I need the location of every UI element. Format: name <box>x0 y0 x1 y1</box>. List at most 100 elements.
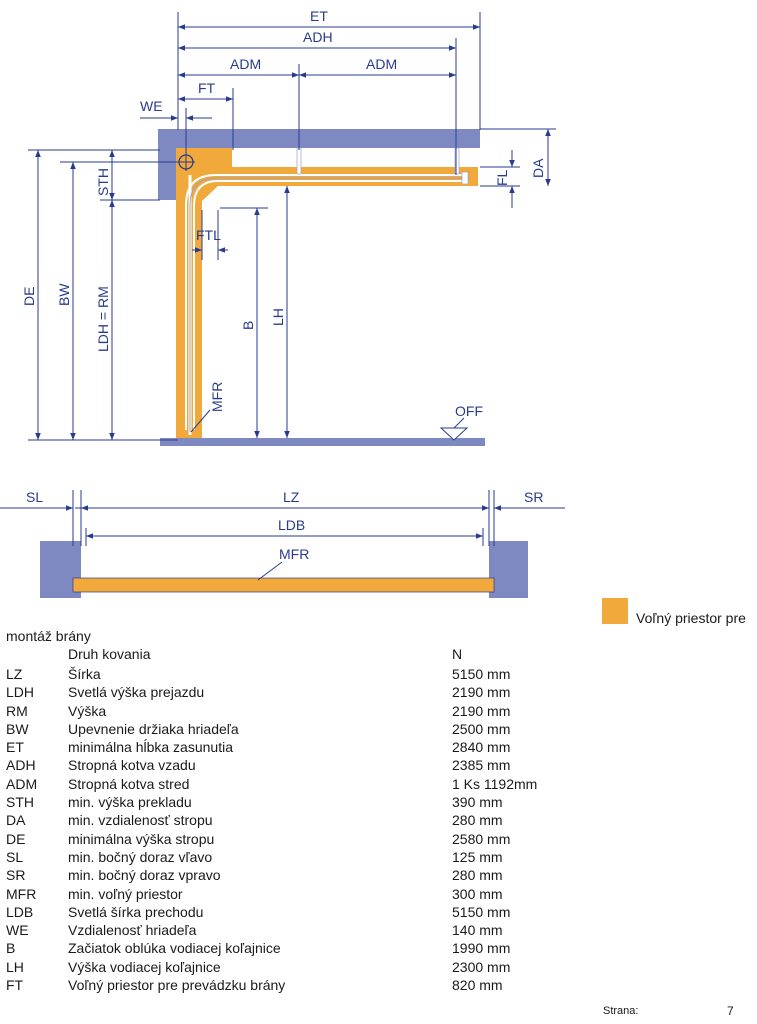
row-desc: min. bočný doraz vľavo <box>68 848 213 865</box>
row-code: B <box>6 940 16 957</box>
row-desc: min. bočný doraz vpravo <box>68 867 221 884</box>
spec-table: LZ Šírka 5150 mm LDH Svetlá výška prejazdu 2… <box>0 665 757 994</box>
row-desc: Svetlá výška prejazdu <box>68 684 205 701</box>
row-desc: minimálna výška stropu <box>68 830 215 847</box>
row-desc: Vzdialenosť hriadeľa <box>68 922 197 939</box>
ceiling-anchor-middle <box>296 147 302 175</box>
row-value: 2190 mm <box>452 684 511 701</box>
table-row: LDH Svetlá výška prejazdu 2190 mm <box>0 683 757 701</box>
guide-rail-curve <box>185 174 468 430</box>
row-value: 280 mm <box>452 812 503 829</box>
row-code: DA <box>6 812 26 829</box>
label-sl: SL <box>26 489 43 505</box>
table-row: ADM Stropná kotva stred 1 Ks 1192mm <box>0 775 757 793</box>
label-de: DE <box>21 287 37 306</box>
label-ldb: LDB <box>278 517 305 533</box>
row-code: DE <box>6 830 26 847</box>
label-ft: FT <box>198 80 216 96</box>
label-mfr-plan: MFR <box>279 546 309 562</box>
label-b: B <box>240 321 256 330</box>
plan-free-space <box>72 577 495 593</box>
label-ftl: FTL <box>196 227 221 243</box>
row-value: 5150 mm <box>452 903 511 920</box>
row-code: MFR <box>6 885 37 902</box>
ceiling <box>158 129 480 148</box>
row-desc: Výška vodiacej koľajnice <box>68 958 221 975</box>
row-value: 140 mm <box>452 922 503 939</box>
label-et: ET <box>310 8 328 24</box>
label-adm-1: ADM <box>230 56 261 72</box>
label-bw: BW <box>56 283 72 306</box>
row-value: 2500 mm <box>452 720 511 737</box>
label-fl: FL <box>494 169 510 186</box>
row-desc: Začiatok oblúka vodiacej koľajnice <box>68 940 281 957</box>
label-da: DA <box>530 158 546 178</box>
label-mfr-side: MFR <box>209 382 225 412</box>
row-value: 125 mm <box>452 848 503 865</box>
lintel <box>158 148 176 200</box>
row-code: SR <box>6 867 26 884</box>
ceiling-anchor-rear <box>454 147 460 175</box>
row-value: 390 mm <box>452 794 503 811</box>
table-row: MFR min. voľný priestor 300 mm <box>0 885 757 903</box>
row-value: 2840 mm <box>452 739 511 756</box>
row-code: LZ <box>6 666 23 682</box>
label-adh: ADH <box>303 29 333 45</box>
table-row: B Začiatok oblúka vodiacej koľajnice 1990 … <box>0 939 757 957</box>
row-code: RM <box>6 702 28 719</box>
table-row: LZ Šírka 5150 mm <box>0 665 757 683</box>
row-value: 2190 mm <box>452 702 511 719</box>
table-row: SL min. bočný doraz vľavo 125 mm <box>0 848 757 866</box>
legend-text-continued: montáž brány <box>6 628 91 644</box>
row-value: 1990 mm <box>452 940 511 957</box>
label-lz: LZ <box>283 489 300 505</box>
legend-swatch-free-space <box>602 598 628 624</box>
row-desc: Upevnenie držiaka hriadeľa <box>68 720 239 737</box>
row-code: STH <box>6 794 34 811</box>
row-desc: Šírka <box>68 666 101 682</box>
floor <box>160 438 485 446</box>
row-code: BW <box>6 720 29 737</box>
label-sth: STH <box>95 168 111 196</box>
footer-page-number: 7 <box>727 1004 734 1018</box>
row-desc: min. voľný priestor <box>68 885 183 902</box>
row-code: SL <box>6 848 24 865</box>
row-desc: min. výška prekladu <box>68 794 192 811</box>
row-value: 2385 mm <box>452 757 511 774</box>
row-code: LDH <box>6 684 35 701</box>
row-value: 2300 mm <box>452 958 511 975</box>
row-desc: minimálna hĺbka zasunutia <box>68 739 233 756</box>
table-header-kind: Druh kovania <box>68 646 151 662</box>
row-code: ADM <box>6 775 38 792</box>
table-row: STH min. výška prekladu 390 mm <box>0 793 757 811</box>
row-desc: Svetlá šírka prechodu <box>68 903 204 920</box>
label-we: WE <box>140 98 163 114</box>
row-code: FT <box>6 977 24 994</box>
row-value: 300 mm <box>452 885 503 902</box>
row-desc: Stropná kotva stred <box>68 775 190 792</box>
right-wall <box>489 541 528 598</box>
table-row: BW Upevnenie držiaka hriadeľa 2500 mm <box>0 720 757 738</box>
row-code: WE <box>6 922 29 939</box>
footer-page-label: Strana: <box>603 1005 639 1017</box>
table-header-value: N <box>452 646 463 662</box>
label-off: OFF <box>455 403 483 419</box>
row-value: 5150 mm <box>452 666 511 682</box>
table-row: ET minimálna hĺbka zasunutia 2840 mm <box>0 738 757 756</box>
table-row: ADH Stropná kotva vzadu 2385 mm <box>0 756 757 774</box>
label-adm-2: ADM <box>366 56 397 72</box>
row-desc: Voľný priestor pre prevádzku brány <box>68 977 286 994</box>
row-value: 1 Ks 1192mm <box>452 775 538 792</box>
row-code: ET <box>6 739 24 756</box>
row-code: ADH <box>6 757 36 774</box>
label-ldh-rm: LDH = RM <box>95 286 111 352</box>
row-desc: Stropná kotva vzadu <box>68 757 196 774</box>
